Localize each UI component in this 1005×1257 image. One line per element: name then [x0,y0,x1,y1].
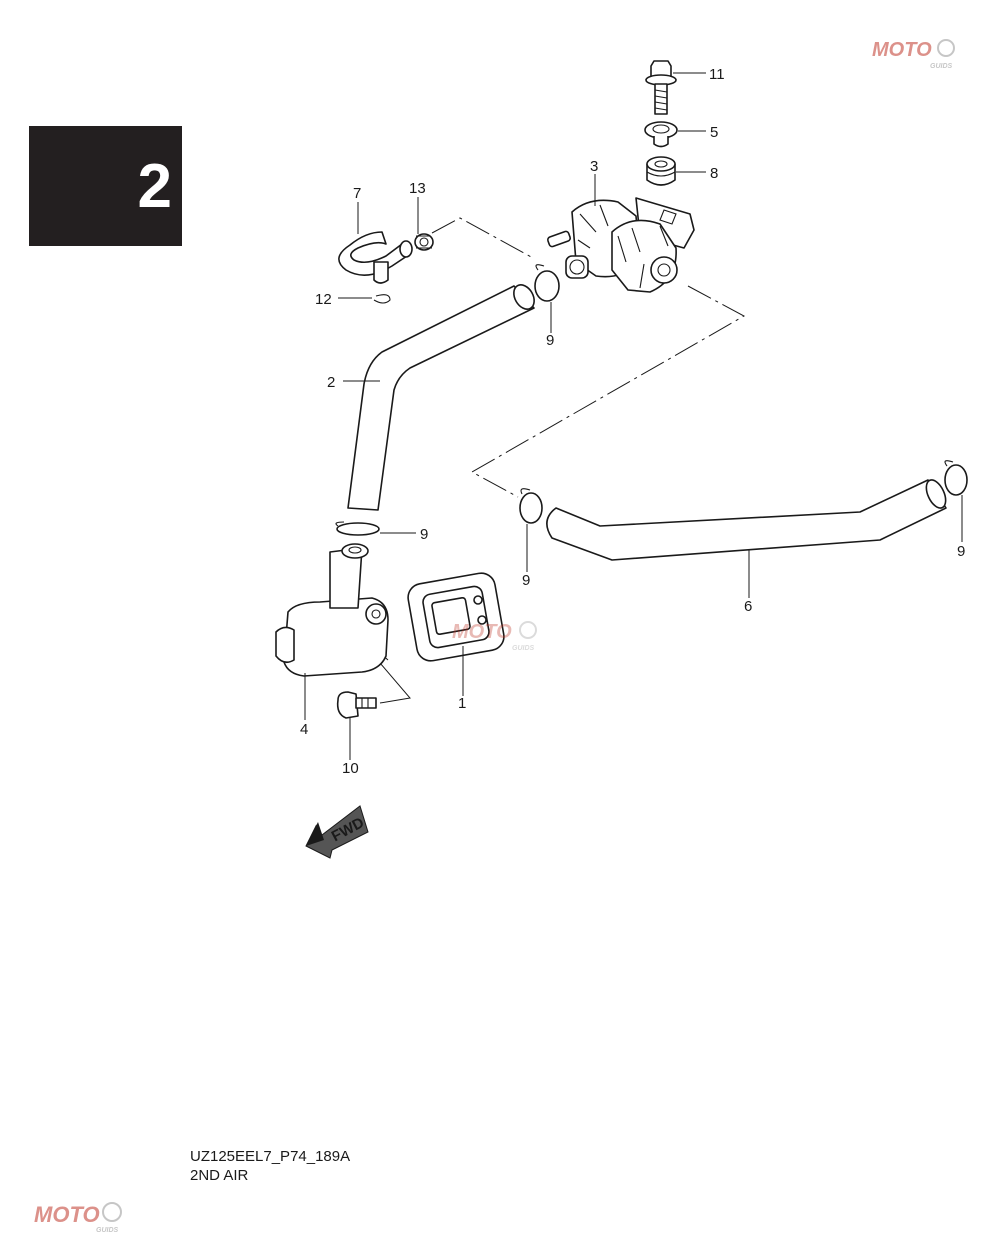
watermark-logo-top: MOTO GUIDS [872,39,955,70]
part-9-clamp-d [944,460,968,496]
diagram-title: 2ND AIR [190,1167,249,1184]
callout-1: 1 [458,695,466,712]
svg-text:GUIDS: GUIDS [96,1227,119,1234]
assembly-line-hose7 [431,217,534,259]
fwd-arrow: FWD [305,805,369,859]
section-number-tab: 2 [29,126,182,246]
svg-text:MOTO: MOTO [872,39,932,61]
callout-9a: 9 [546,332,554,349]
callout-5: 5 [710,124,718,141]
assembly-line-hose6 [470,285,746,498]
svg-text:GUIDS: GUIDS [512,645,535,652]
callout-6: 6 [744,598,752,615]
part-11-bolt [645,60,677,115]
part-9-clamp-c [519,488,543,524]
part-12-clip [373,294,391,304]
part-8-grommet [646,156,676,186]
svg-text:MOTO: MOTO [452,621,512,643]
callout-8: 8 [710,165,718,182]
watermark-logo-bottom: MOTO GUIDS [34,1202,122,1234]
diagram-code: UZ125EEL7_P74_189A [190,1148,351,1165]
callout-7: 7 [353,185,361,202]
part-10-bolt [336,691,377,719]
svg-text:MOTO: MOTO [34,1202,100,1227]
part-3-valve [546,197,695,293]
callout-11: 11 [709,66,725,83]
callout-9d: 9 [957,543,965,560]
callout-12: 12 [315,291,332,308]
callout-9c: 9 [522,572,530,589]
part-13-clamp [414,233,434,251]
part-9-clamp-b [335,521,380,536]
part-5-collar [644,121,678,148]
watermark-logo-middle: MOTO GUIDS [452,621,537,652]
callout-2: 2 [327,374,335,391]
callout-9b: 9 [420,526,428,543]
part-2-hose [347,284,535,511]
svg-text:GUIDS: GUIDS [930,63,953,70]
part-7-hose [338,231,413,284]
part-1-gasket [407,572,505,662]
part-4-reed-valve [275,543,389,677]
callout-3: 3 [590,158,598,175]
callout-4: 4 [300,721,308,738]
part-9-clamp-a [534,264,560,302]
section-number: 2 [137,151,172,221]
callout-13: 13 [409,180,426,197]
callout-10: 10 [342,760,359,777]
part-6-hose [546,479,947,561]
